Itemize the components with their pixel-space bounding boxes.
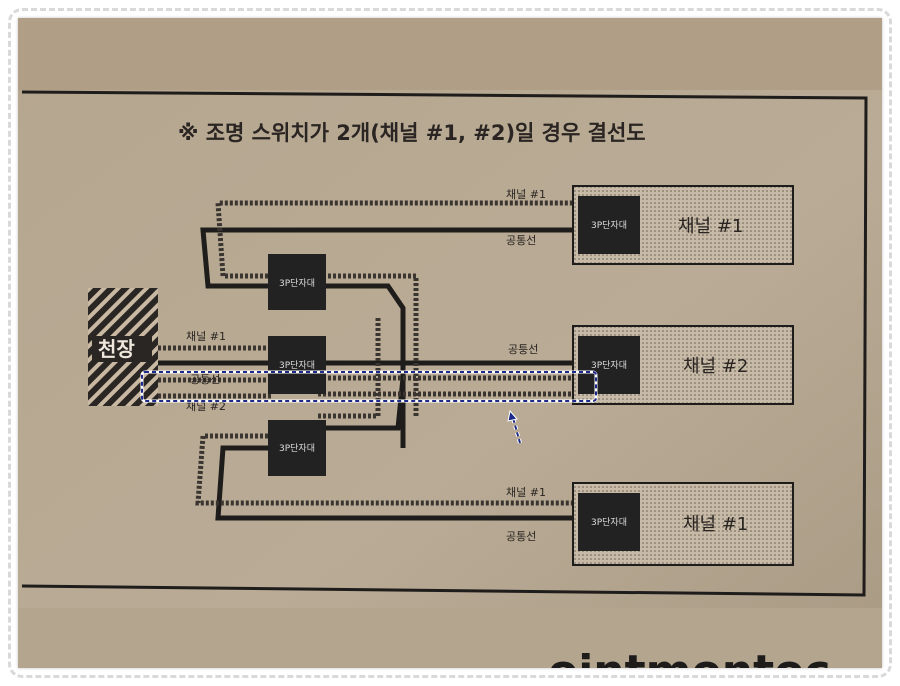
wires-solid — [158, 227, 578, 521]
right-label-common-mid: 공퉁선 — [508, 343, 538, 356]
box1-terminal-label: 3P단자대 — [591, 220, 627, 231]
terminal-block-3: 3P단자대 — [268, 420, 326, 476]
channel-box-2: 3P단자대 채널 #2 — [572, 325, 794, 405]
diagram-border — [21, 90, 868, 597]
photo-frame — [8, 8, 892, 678]
terminal-label-2: 3P단자대 — [279, 360, 315, 371]
right-label-common-bottom: 공통선 — [506, 530, 536, 543]
ceiling-label: 천장 — [98, 337, 135, 361]
box2-label: 채널 #2 — [683, 356, 748, 377]
channel-box-1: 3P단자대 채널 #1 — [572, 185, 794, 265]
terminal-block-2: 3P단자대 — [268, 336, 326, 394]
box2-terminal-label: 3P단자대 — [591, 360, 627, 371]
highlight-box-dashes — [141, 371, 597, 402]
highlight-arrow — [507, 409, 522, 444]
channel-box-3: 3P단자대 채널 #1 — [572, 482, 794, 566]
right-label-channel1-top: 채널 #1 — [506, 188, 546, 201]
diagram-title: ※ 조명 스위치가 2개(채널 #1, #2)일 경우 결선도 — [178, 121, 646, 145]
bottom-partial-text: ointmontoc — [548, 646, 830, 668]
terminal-label-1: 3P단자대 — [279, 278, 315, 289]
box3-terminal-label: 3P단자대 — [591, 517, 627, 528]
left-label-channel2: 채널 #2 — [186, 400, 226, 413]
box3-label: 채널 #1 — [683, 514, 748, 535]
ceiling-label-bg — [92, 336, 152, 362]
terminal-block-1: 3P단자대 — [268, 254, 326, 310]
right-label-common-top: 공통선 — [506, 234, 536, 247]
box1-label: 채널 #1 — [678, 216, 743, 237]
left-label-channel1: 채널 #1 — [186, 330, 226, 343]
terminal-label-3: 3P단자대 — [279, 443, 315, 454]
wiring-diagram-photo: ※ 조명 스위치가 2개(채널 #1, #2)일 경우 결선도 천장 3P단자대… — [18, 18, 882, 668]
paper-top-strip — [18, 18, 882, 90]
right-label-channel1-bottom: 채널 #1 — [506, 486, 546, 499]
left-label-common: 공통선 — [190, 373, 220, 386]
paper-bottom-strip — [18, 608, 882, 668]
